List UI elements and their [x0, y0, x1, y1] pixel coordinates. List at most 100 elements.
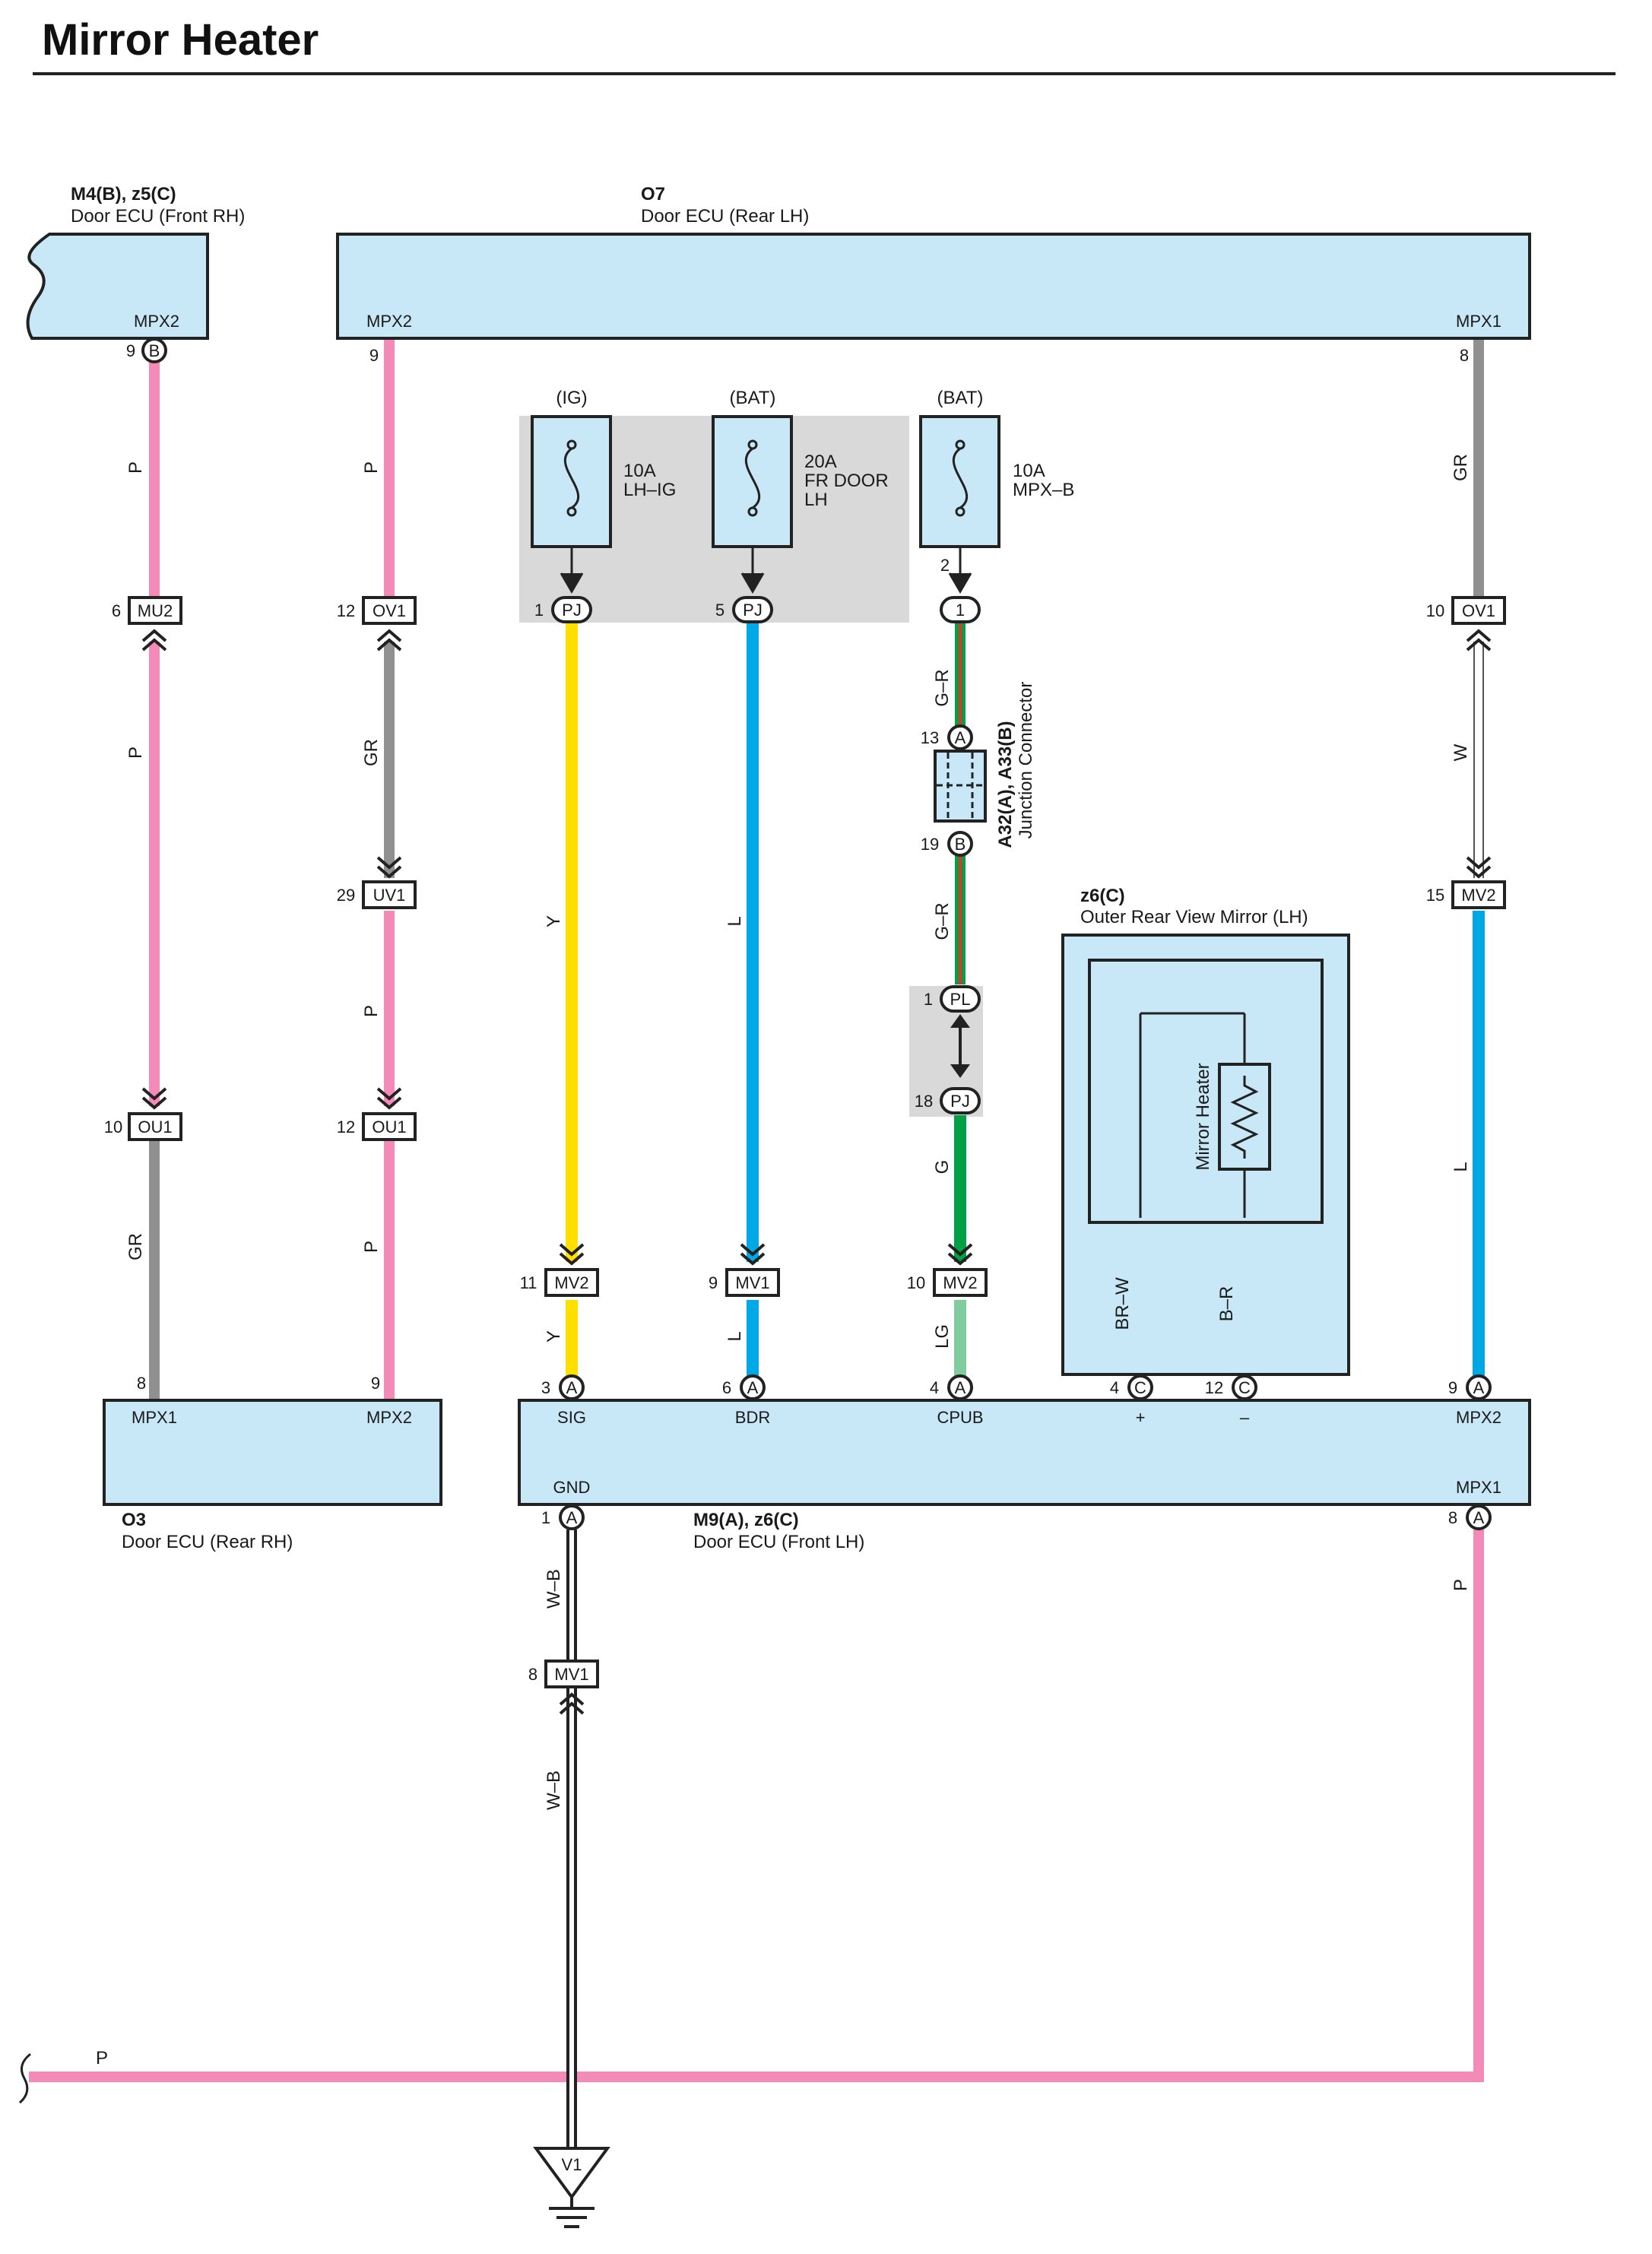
- connector-mv1: [725, 1268, 780, 1297]
- rear-lh-port-right: MPX1: [1456, 312, 1501, 331]
- connector-label: MU2: [138, 601, 173, 620]
- connector-pj: PJ: [732, 596, 773, 623]
- svg-text:A: A: [955, 728, 966, 747]
- svg-text:1: 1: [956, 601, 965, 620]
- connector-label: MV1: [735, 1273, 769, 1292]
- pin-circle: A: [740, 1374, 766, 1400]
- svg-text:A: A: [566, 1378, 578, 1397]
- front-lh-port-bdr: BDR: [735, 1408, 770, 1427]
- connector-ov1: [1451, 596, 1506, 625]
- fuse-fr-door-lh: [712, 415, 793, 594]
- junction-name: Junction Connector: [1016, 682, 1036, 839]
- front-rh-name: Door ECU (Front RH): [71, 206, 245, 227]
- wire-color-label: GR: [361, 739, 382, 766]
- chevron-up-icon: [376, 629, 402, 642]
- rear-rh-port-left: MPX1: [132, 1408, 177, 1427]
- chevron-down-icon: [141, 1096, 167, 1110]
- door-ecu-front-rh-box: [26, 233, 209, 340]
- svg-text:A: A: [1473, 1378, 1485, 1397]
- mirror-name: Outer Rear View Mirror (LH): [1080, 907, 1308, 927]
- svg-text:A: A: [747, 1378, 759, 1397]
- connector-pin: 18: [915, 1092, 933, 1111]
- junction-code: A32(A), A33(B): [995, 721, 1016, 848]
- pin-number: 4: [930, 1378, 939, 1397]
- connector-pin: 5: [715, 601, 725, 620]
- fuse-name: MPX–B: [1013, 480, 1074, 500]
- wire-color-label: W: [1451, 743, 1471, 761]
- fuse-supply-ig: (IG): [556, 388, 587, 408]
- ground-label: V1: [562, 2155, 582, 2174]
- connector-mv1: [544, 1660, 599, 1688]
- wire-color-label: L: [1451, 1162, 1471, 1171]
- chevron-down-icon: [376, 1096, 402, 1110]
- connector-pin: 8: [528, 1665, 537, 1684]
- mirror-code: z6(C): [1080, 886, 1125, 906]
- front-rh-code: M4(B), z5(C): [71, 184, 176, 204]
- connector-pl: PL: [940, 985, 981, 1013]
- chevron-down-icon: [376, 865, 402, 879]
- wire-color-label: GR: [125, 1233, 146, 1260]
- connector-mv2: [544, 1268, 599, 1297]
- wire-color-label: G–R: [932, 669, 953, 706]
- fuse-rating: 20A: [804, 452, 837, 472]
- fuse-name-line2: LH: [804, 490, 828, 510]
- rear-rh-name: Door ECU (Rear RH): [122, 1532, 293, 1552]
- svg-text:C: C: [1238, 1378, 1251, 1397]
- mirror-heater-label: Mirror Heater: [1193, 1063, 1213, 1170]
- rear-rh-code: O3: [122, 1510, 146, 1530]
- pin-circle: C: [1232, 1374, 1257, 1400]
- connector-label: UV1: [373, 886, 406, 905]
- connector-pin: 1: [534, 601, 544, 620]
- connector-mu2: [128, 596, 182, 625]
- wire-break-mark: [18, 2053, 31, 2104]
- wire-color-label: L: [725, 1331, 745, 1341]
- front-lh-port-cpub: CPUB: [937, 1408, 983, 1427]
- svg-text:A: A: [566, 1508, 578, 1527]
- wire-color-label: Y: [544, 915, 564, 927]
- wire-color-label: GR: [1451, 454, 1471, 481]
- connector-label: OU1: [138, 1117, 172, 1137]
- chevron-down-icon: [740, 1252, 766, 1266]
- wire-color-label: P: [361, 1241, 382, 1253]
- pin-circle: A: [559, 1374, 585, 1400]
- connector-pin: 1: [924, 990, 933, 1009]
- chevron-down-icon: [376, 856, 402, 870]
- connector-label: MV2: [554, 1273, 588, 1292]
- connector-pin: 15: [1426, 886, 1444, 905]
- chevron-down-icon: [1466, 865, 1492, 879]
- chevron-down-icon: [1466, 856, 1492, 870]
- connector-label: OV1: [373, 601, 406, 620]
- rear-lh-name: Door ECU (Rear LH): [641, 206, 809, 227]
- pin-number: 12: [1205, 1378, 1223, 1397]
- svg-text:PJ: PJ: [562, 601, 582, 620]
- connector-1: 1: [940, 596, 981, 623]
- pin-number: 4: [1110, 1378, 1119, 1397]
- fuse-rating: 10A: [623, 461, 656, 481]
- front-rh-port: MPX2: [134, 312, 179, 331]
- svg-text:A: A: [955, 1378, 966, 1397]
- pin-number: 3: [541, 1378, 550, 1397]
- wire-color-label: Y: [544, 1330, 564, 1343]
- pin-circle: A: [1466, 1504, 1492, 1530]
- fuse-out-pin: 2: [940, 556, 950, 575]
- rear-lh-code: O7: [641, 184, 665, 204]
- connector-label: MV2: [1461, 886, 1495, 905]
- connector-label: MV1: [554, 1665, 588, 1684]
- chevron-down-icon: [141, 1087, 167, 1101]
- wire-color-label: G: [932, 1160, 953, 1175]
- connector-pin: 10: [104, 1117, 122, 1137]
- svg-text:PJ: PJ: [743, 601, 763, 620]
- fuse-lh-ig: [531, 415, 612, 594]
- arrow-down-icon: [950, 1064, 970, 1078]
- connector-pin: 12: [337, 1117, 355, 1137]
- chevron-down-icon: [559, 1252, 585, 1266]
- pin-circle: B: [141, 338, 167, 363]
- pin-number: 8: [1448, 1508, 1457, 1527]
- front-lh-name: Door ECU (Front LH): [693, 1532, 864, 1552]
- connector-ov1: [362, 596, 417, 625]
- wire-color-label: P: [125, 461, 146, 474]
- connector-pin: 6: [112, 601, 121, 620]
- front-lh-port-gnd: GND: [553, 1478, 591, 1497]
- chevron-down-icon: [376, 1087, 402, 1101]
- rear-lh-pin-right: 8: [1460, 346, 1469, 365]
